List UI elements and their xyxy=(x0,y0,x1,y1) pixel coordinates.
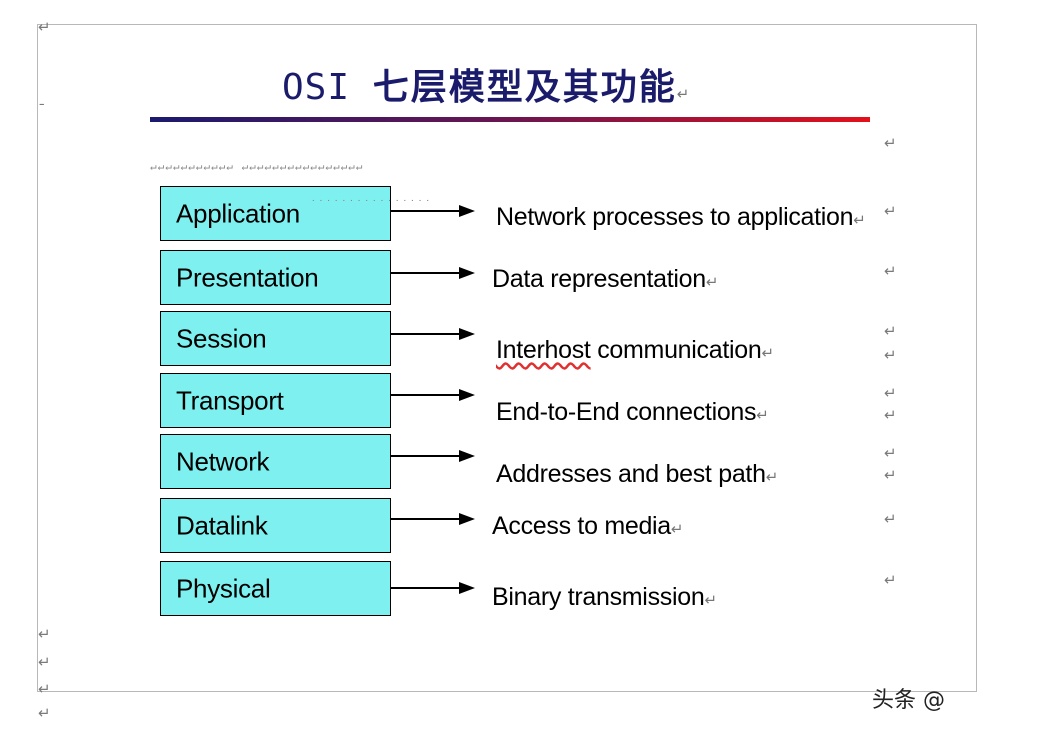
arrow-icon xyxy=(391,328,475,340)
layer-label: Transport xyxy=(176,385,284,415)
title-chinese: 七层模型及其功能 xyxy=(372,67,677,108)
paragraph-mark: ↵ xyxy=(884,510,897,528)
layer-description: Data representation↵ xyxy=(492,265,719,293)
paragraph-mark: ↵ xyxy=(884,346,897,364)
paragraph-mark: ↵ xyxy=(884,262,897,280)
paragraph-mark: ↵ xyxy=(884,134,897,152)
paragraph-mark: ↵ xyxy=(38,704,51,722)
paragraph-mark: ↵ xyxy=(884,384,897,402)
paragraph-mark: ↵ xyxy=(38,653,51,671)
paragraph-mark: ↵ xyxy=(38,625,51,643)
layer-description: Interhost communication↵ xyxy=(496,336,774,364)
paragraph-mark: ↵ xyxy=(38,680,51,698)
tab-leader: ↵↵↵↵↵↵↵↵↵↵↵ ↵↵↵↵↵↵↵↵↵↵↵↵↵↵↵↵ xyxy=(150,160,364,173)
tab-leader: ˙˙˙˙˙˙˙˙˙˙˙˙˙˙˙˙ xyxy=(310,198,432,211)
layer-description: End-to-End connections↵ xyxy=(496,398,769,426)
layer-box-datalink: Datalink xyxy=(160,498,391,553)
paragraph-mark: ↵ xyxy=(884,444,897,462)
title-latin: OSI xyxy=(282,67,351,108)
layer-box-presentation: Presentation xyxy=(160,250,391,305)
layer-box-network: Network xyxy=(160,434,391,489)
layer-label: Network xyxy=(176,446,270,476)
slide-frame xyxy=(37,24,977,692)
paragraph-mark: ˉ xyxy=(38,101,46,119)
arrow-icon xyxy=(391,513,475,525)
return-mark: ↵ xyxy=(676,85,691,103)
layer-label: Session xyxy=(176,323,267,353)
layer-box-physical: Physical xyxy=(160,561,391,616)
paragraph-mark: ↵ xyxy=(884,322,897,340)
paragraph-mark: ↵ xyxy=(884,466,897,484)
layer-description: Addresses and best path↵ xyxy=(496,460,778,488)
arrow-icon xyxy=(391,205,475,217)
layer-box-transport: Transport xyxy=(160,373,391,428)
paragraph-mark: ↵ xyxy=(884,571,897,589)
layer-description: Access to media↵ xyxy=(492,512,684,540)
layer-label: Physical xyxy=(176,573,271,603)
arrow-icon xyxy=(391,389,475,401)
layer-label: Datalink xyxy=(176,510,268,540)
arrow-icon xyxy=(391,267,475,279)
title-rule xyxy=(150,117,870,122)
layer-box-application: Application xyxy=(160,186,391,241)
layer-description: Binary transmission↵ xyxy=(492,583,717,611)
arrow-icon xyxy=(391,450,475,462)
layer-label: Presentation xyxy=(176,262,319,292)
paragraph-mark: ↵ xyxy=(884,202,897,220)
layer-label: Application xyxy=(176,198,300,228)
paragraph-mark: ↵ xyxy=(884,406,897,424)
page-title: OSI 七层模型及其功能↵ xyxy=(282,58,690,110)
watermark: 头条 @ xyxy=(872,688,945,713)
layer-description: Network processes to application↵ xyxy=(496,203,866,231)
paragraph-mark: ↵ xyxy=(38,18,51,36)
arrow-icon xyxy=(391,582,475,594)
layer-box-session: Session xyxy=(160,311,391,366)
